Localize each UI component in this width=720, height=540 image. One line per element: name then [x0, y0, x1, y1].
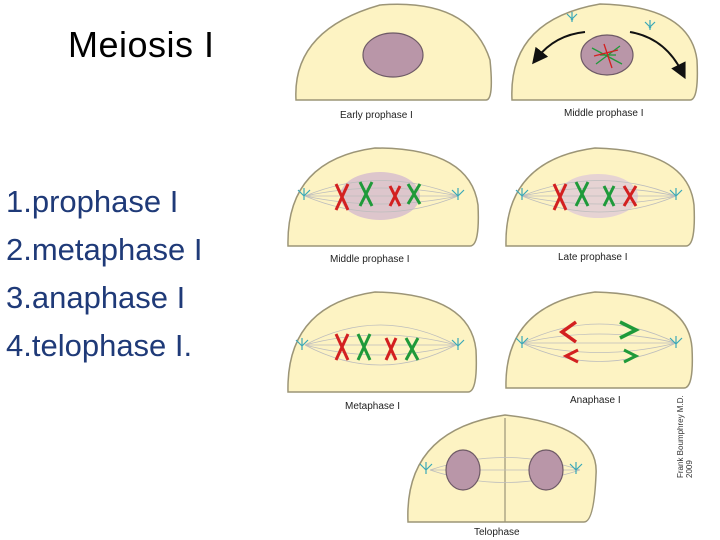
- arrow-right-shape: [629, 31, 686, 80]
- cell-middle-prophase: [287, 147, 480, 247]
- credit-year: 2009: [685, 460, 694, 478]
- step-item-anaphase: 3.anaphase I: [6, 280, 186, 315]
- label-anaphase: Anaphase I: [570, 395, 621, 406]
- slide-title: Meiosis I: [68, 24, 215, 65]
- cell-late-prophase: [505, 147, 696, 247]
- arrow-left-shape: [532, 31, 586, 65]
- step-list: 1.prophase I 2.metaphase I 3.anaphase I …: [6, 178, 202, 370]
- label-middle-prophase: Middle prophase I: [330, 254, 410, 265]
- cell-anaphase: [505, 291, 694, 389]
- nucleus-shape: [362, 32, 424, 78]
- credit-author: Frank Boumphrey M.D.: [676, 395, 685, 478]
- label-late-prophase: Late prophase I: [558, 252, 628, 263]
- step-item-prophase: 1.prophase I: [6, 184, 179, 219]
- label-metaphase: Metaphase I: [345, 401, 401, 412]
- cell-metaphase: [287, 291, 478, 393]
- label-telophase: Telophase: [474, 527, 520, 538]
- cell-telophase: [407, 414, 597, 523]
- cell-middle-prophase-top: [511, 3, 699, 101]
- label-middle-prophase-top: Middle prophase I: [564, 108, 644, 119]
- label-early-prophase: Early prophase I: [340, 110, 413, 121]
- step-item-telophase: 4.telophase I.: [6, 328, 193, 363]
- cell-early-prophase: [295, 3, 493, 101]
- step-item-metaphase: 2.metaphase I: [6, 232, 203, 267]
- author-credit: Frank Boumphrey M.D. 2009: [676, 395, 694, 478]
